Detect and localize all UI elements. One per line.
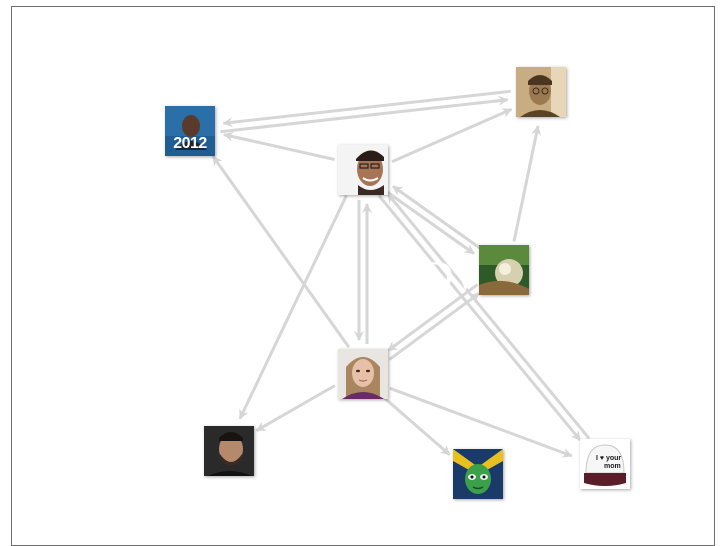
obama-year-label: 2012: [173, 135, 207, 152]
edge-wiki-to-woman: [387, 283, 479, 352]
hat-text-line-2: mom: [604, 463, 621, 470]
edge-wiki-to-portrait: [512, 125, 542, 242]
smiling-man-avatar[interactable]: [338, 145, 388, 195]
edge-woman-to-hat: [389, 386, 573, 458]
bearded-man-avatar[interactable]: [204, 426, 254, 476]
edge-center-to-riker: [238, 194, 348, 420]
trucker-hat-avatar[interactable]: I ♥ your mom: [580, 439, 630, 489]
sepia-portrait-avatar[interactable]: [516, 67, 566, 117]
edge-woman-to-riker: [255, 384, 336, 432]
edge-center-to-obama: [223, 131, 335, 161]
edge-wiki-to-center: [392, 185, 483, 251]
wiki-sphere-avatar[interactable]: [479, 245, 529, 295]
edge-center-to-wiki: [384, 189, 475, 255]
edge-hat-to-center: [386, 192, 591, 440]
edge-layer: [211, 89, 591, 458]
hat-text-line-1: I ♥ your: [596, 455, 622, 462]
edge-woman-to-wiki: [388, 292, 480, 361]
edge-center-to-portrait: [391, 107, 513, 163]
young-woman-avatar[interactable]: [338, 349, 388, 399]
obama-2012-avatar[interactable]: 2012: [165, 106, 215, 156]
green-mask-avatar[interactable]: [453, 449, 503, 499]
edge-obama-to-portrait: [220, 95, 509, 134]
edge-woman-to-obama: [211, 155, 351, 349]
edge-center-to-hat: [377, 194, 582, 442]
edge-woman-to-mask: [382, 395, 451, 456]
edge-portrait-to-obama: [222, 89, 511, 128]
